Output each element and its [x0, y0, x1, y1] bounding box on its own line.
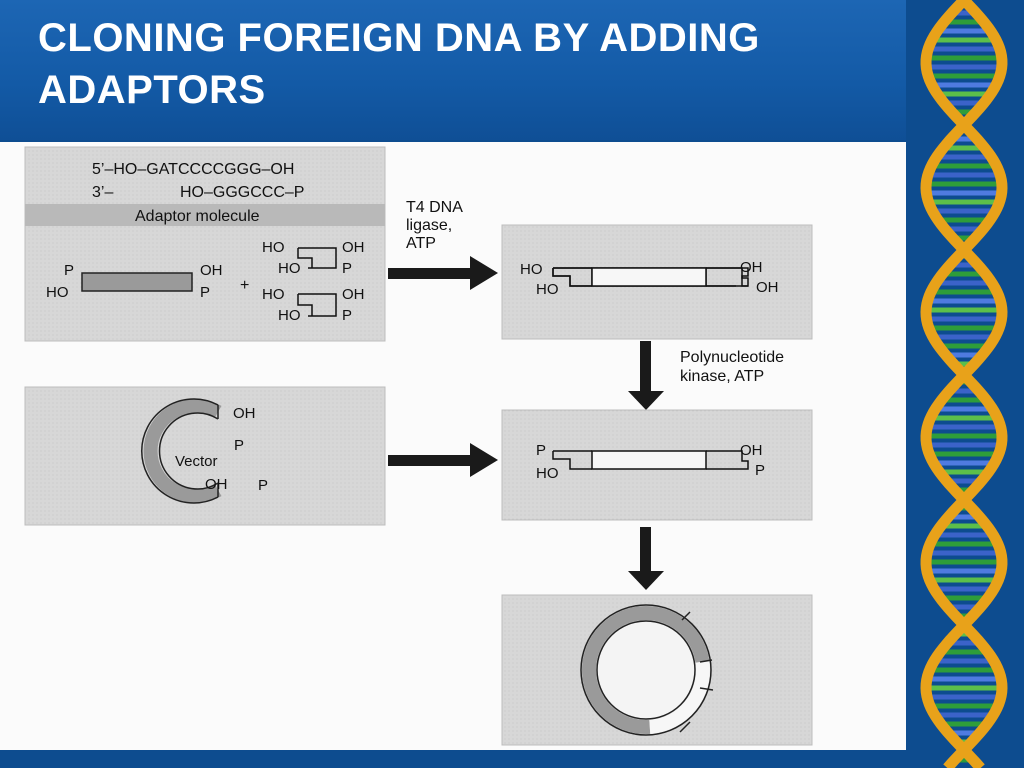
- end-label: P: [64, 262, 74, 279]
- adaptor-sequence-bottom: HO–GGGCCC–P: [180, 184, 304, 201]
- recombinant-plasmid: [582, 606, 710, 734]
- adaptor-molecule: [297, 247, 337, 269]
- end-label: P: [342, 260, 352, 277]
- panel-vector: OH P Vector OH P: [24, 386, 386, 526]
- ligase-label-line1: T4 DNA: [406, 199, 463, 216]
- end-label: OH: [740, 259, 763, 276]
- kinase-label-line2: kinase, ATP: [680, 368, 764, 385]
- ligase-label-line2: ligase,: [406, 217, 452, 234]
- end-label: P: [755, 462, 765, 479]
- adaptor-sequence-top: 5’–HO–GATCCCCGGG–OH: [92, 161, 294, 178]
- adaptor-molecule: [297, 293, 337, 317]
- end-label: HO: [520, 261, 543, 278]
- vector-label: Vector: [175, 453, 218, 470]
- end-label: OH: [205, 476, 228, 493]
- panel-recombinant-plasmid: [501, 594, 813, 746]
- panel-adaptor: 5’–HO–GATCCCCGGG–OH 3’– HO–GGGCCC–P Adap…: [24, 146, 386, 342]
- end-label: P: [234, 437, 244, 454]
- panel-phosphorylated-fragment: P HO OH P: [501, 409, 813, 521]
- end-label: OH: [342, 286, 365, 303]
- adaptor-cloning-diagram: 5’–HO–GATCCCCGGG–OH 3’– HO–GGGCCC–P Adap…: [24, 146, 813, 746]
- adaptor-sequence-bottom-prefix: 3’–: [92, 184, 113, 201]
- arrow-down: [628, 527, 664, 590]
- panel-ligated-fragment: HO HO OH OH: [501, 224, 813, 340]
- end-label: OH: [200, 262, 223, 279]
- slide-title: CLONING FOREIGN DNA BY ADDING ADAPTORS: [38, 16, 760, 112]
- end-label: OH: [756, 279, 779, 296]
- end-label: OH: [342, 239, 365, 256]
- plus-sign: +: [240, 277, 249, 294]
- vector-dna-circle: [143, 399, 222, 503]
- end-label: HO: [278, 260, 301, 277]
- end-label: P: [200, 284, 210, 301]
- foreign-dna-fragment: [81, 272, 193, 292]
- dna-helix-image: [906, 0, 1024, 768]
- end-label: HO: [536, 465, 559, 482]
- end-label: HO: [262, 286, 285, 303]
- arrow-right: [388, 443, 498, 477]
- slide-header: CLONING FOREIGN DNA BY ADDING ADAPTORS: [0, 0, 1024, 140]
- end-label: P: [536, 442, 546, 459]
- end-label: P: [342, 307, 352, 324]
- kinase-label-line1: Polynucleotide: [680, 349, 784, 366]
- end-label: P: [258, 477, 268, 494]
- arrow-down: [628, 341, 664, 410]
- end-label: HO: [536, 281, 559, 298]
- end-label: OH: [740, 442, 763, 459]
- end-label: HO: [46, 284, 69, 301]
- end-label: HO: [262, 239, 285, 256]
- arrow-right: [388, 256, 498, 290]
- end-label: OH: [233, 405, 256, 422]
- end-label: HO: [278, 307, 301, 324]
- helix-strand: [920, 0, 1008, 768]
- adaptor-caption: Adaptor molecule: [135, 208, 260, 225]
- ligase-label-line3: ATP: [406, 235, 436, 252]
- footer-bar: [0, 750, 1024, 768]
